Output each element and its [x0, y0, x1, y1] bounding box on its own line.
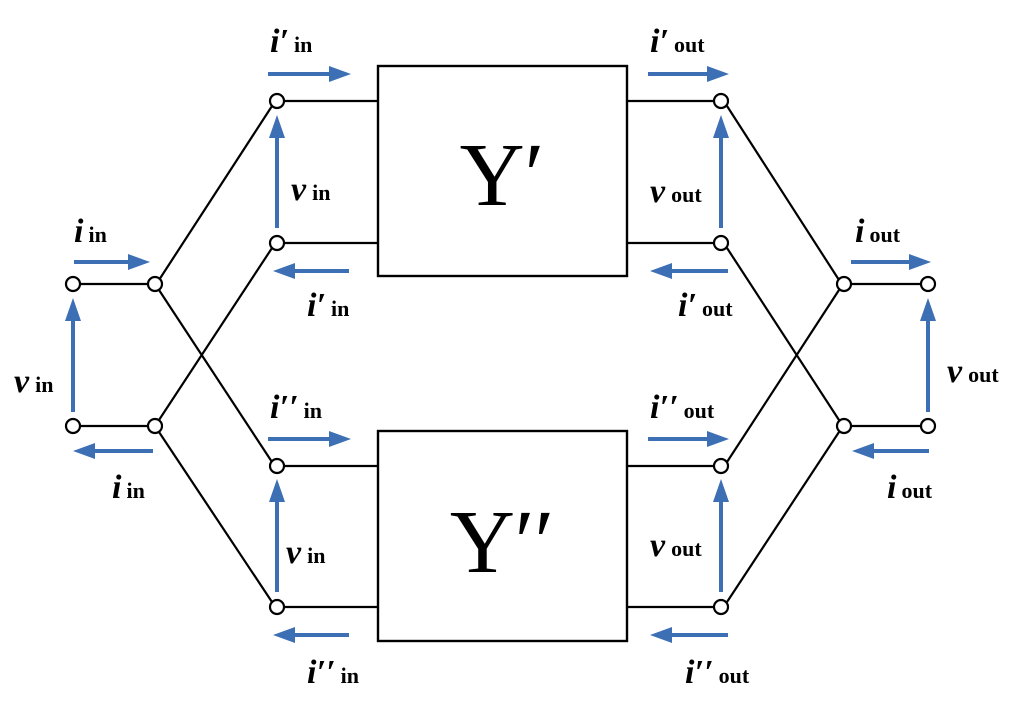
- y-double-prime-port1-top: [268, 457, 286, 475]
- arrow-i-in-left-bottom: [73, 443, 153, 459]
- arrow-v-in-left: [65, 298, 81, 412]
- y-prime-block: [376, 64, 629, 278]
- arrow-v-out-right: [920, 298, 936, 412]
- label-ip-out-return: i′out: [678, 287, 733, 324]
- arrow-i-in-left-top: [74, 254, 150, 270]
- terminal-nodes: [64, 92, 937, 616]
- output-junction-bottom: [835, 417, 853, 435]
- output-terminal-bottom: [919, 417, 937, 435]
- arrow-ip-out-top: [648, 66, 729, 82]
- y-double-prime-label: Y′′: [450, 493, 554, 592]
- label-ipp-out-return: i′′out: [685, 654, 750, 691]
- arrow-i-out-right-top: [851, 254, 931, 270]
- arrow-i-out-right-bottom: [852, 443, 929, 459]
- y-double-prime-port2-bottom: [712, 598, 730, 616]
- arrow-v-out-bottom: [713, 479, 729, 592]
- y-double-prime-port2-top: [712, 457, 730, 475]
- y-prime-port2-bottom: [712, 234, 730, 252]
- y-prime-port1-bottom: [268, 234, 286, 252]
- label-ipp-out-top: i′′out: [650, 389, 715, 426]
- arrow-ip-in-top: [268, 66, 351, 82]
- arrow-v-in-top: [269, 115, 285, 228]
- y-double-prime-port1-bottom: [268, 598, 286, 616]
- input-terminal-top: [64, 275, 82, 293]
- wires: [79, 99, 922, 609]
- arrow-ip-in-return: [273, 263, 349, 279]
- output-terminal-top: [919, 275, 937, 293]
- arrow-ipp-in-top: [268, 431, 351, 447]
- input-terminal-bottom: [64, 417, 82, 435]
- label-ipp-in-return: i′′in: [307, 654, 359, 691]
- y-prime-port2-top: [712, 92, 730, 110]
- label-ip-in-top: i′in: [270, 23, 312, 60]
- output-junction-top: [835, 275, 853, 293]
- y-prime-port1-top: [268, 92, 286, 110]
- arrow-ipp-out-top: [648, 431, 729, 447]
- arrow-v-in-bottom: [269, 479, 285, 592]
- label-ip-in-return: i′in: [307, 287, 349, 324]
- y-double-prime-block: [376, 429, 629, 643]
- label-ipp-in-top: i′′in: [270, 389, 322, 426]
- label-ip-out-top: i′out: [650, 23, 705, 60]
- arrow-v-out-top: [713, 115, 729, 228]
- arrow-ip-out-return: [650, 263, 728, 279]
- arrows: [65, 66, 936, 643]
- arrow-ipp-out-return: [650, 627, 728, 643]
- y-prime-label: Y′: [460, 126, 545, 225]
- input-junction-bottom: [146, 417, 164, 435]
- arrow-ipp-in-return: [273, 627, 349, 643]
- input-junction-top: [146, 275, 164, 293]
